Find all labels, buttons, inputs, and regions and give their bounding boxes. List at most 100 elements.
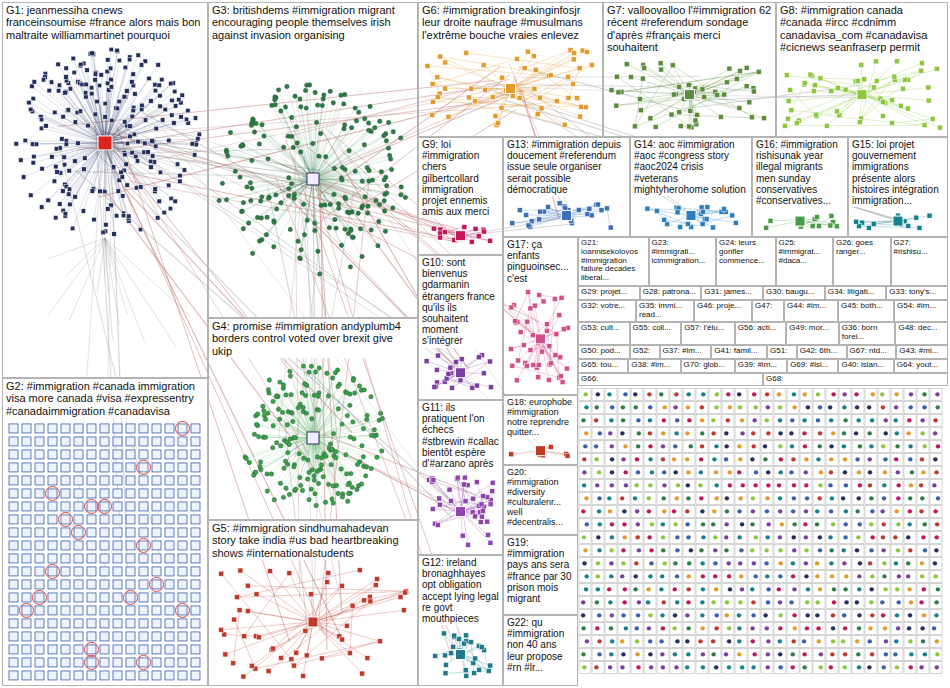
vertex-icon xyxy=(173,104,178,109)
hub-line xyxy=(266,419,313,438)
vertex-icon xyxy=(744,65,749,70)
vertex-dot xyxy=(369,395,373,399)
vertex-dot xyxy=(344,472,348,476)
vertex-dot xyxy=(285,84,289,88)
hub-line xyxy=(105,78,149,142)
hub-line xyxy=(52,82,105,143)
vertex-icon xyxy=(557,313,562,318)
vertex-dot xyxy=(276,88,280,92)
hub-line xyxy=(105,55,138,143)
hub-line xyxy=(105,123,188,143)
hub-line xyxy=(313,438,326,502)
vertex-dot xyxy=(280,410,284,414)
vertex-icon xyxy=(584,49,589,54)
vertex-icon xyxy=(495,120,500,125)
hub-line xyxy=(289,438,313,494)
hub-line xyxy=(249,438,313,463)
vertex-dot xyxy=(334,226,338,230)
hub-line xyxy=(42,143,105,207)
vertex-dot xyxy=(316,249,320,253)
vertex-dot xyxy=(315,455,319,459)
vertex-icon xyxy=(90,51,95,56)
hub-line xyxy=(313,438,333,486)
vertex-icon xyxy=(549,361,554,366)
vertex-icon xyxy=(937,125,942,130)
vertex-icon xyxy=(843,87,848,92)
vertex-link xyxy=(428,66,440,94)
vertex-dot xyxy=(379,170,383,174)
vertex-icon xyxy=(68,202,73,207)
vertex-icon xyxy=(481,371,486,376)
vertex-icon xyxy=(160,118,165,123)
vertex-dot xyxy=(384,183,388,187)
vertex-icon xyxy=(669,112,674,117)
vertex-icon xyxy=(431,226,436,231)
vertex-icon xyxy=(28,107,33,112)
vertex-dot xyxy=(351,235,355,239)
hub-line xyxy=(242,145,313,179)
vertex-icon xyxy=(52,110,57,115)
hub-line xyxy=(250,179,313,183)
vertex-icon xyxy=(517,95,522,100)
vertex-icon xyxy=(764,225,769,230)
hub-line xyxy=(275,105,313,179)
inter-group-lines xyxy=(58,63,904,660)
vertex-link xyxy=(656,72,759,127)
vertex-dot xyxy=(326,394,330,398)
vertex-icon xyxy=(430,99,435,104)
vertex-icon xyxy=(474,383,479,388)
hub-line xyxy=(105,143,178,164)
hub-line xyxy=(313,132,393,179)
vertex-icon xyxy=(818,76,823,81)
vertex-group xyxy=(764,213,840,230)
vertex-icon xyxy=(95,99,100,104)
vertex-dot xyxy=(340,422,344,426)
vertex-icon xyxy=(579,104,584,109)
vertex-dot xyxy=(323,500,327,504)
hub-line xyxy=(86,84,105,143)
vertex-dot xyxy=(317,154,321,158)
vertex-link xyxy=(512,215,566,223)
hub-line xyxy=(83,143,105,211)
vertex-link xyxy=(704,97,749,102)
vertex-dot xyxy=(306,458,310,462)
hub-line xyxy=(262,179,313,240)
vertex-icon xyxy=(700,87,705,92)
hub-line xyxy=(105,65,142,143)
vertex-icon xyxy=(106,58,111,63)
stray-line xyxy=(105,238,119,325)
hub-line xyxy=(313,368,319,438)
hub-line xyxy=(313,134,386,179)
vertex-icon xyxy=(177,97,182,102)
vertex-icon xyxy=(677,84,682,89)
vertex-icon xyxy=(493,114,498,119)
vertex-dot xyxy=(380,416,384,420)
hub-line xyxy=(313,378,354,437)
vertex-link xyxy=(862,71,921,95)
vertex-dot xyxy=(300,488,304,492)
vertex-dot xyxy=(283,105,287,109)
vertex-dot xyxy=(286,450,290,454)
vertex-link xyxy=(511,65,592,88)
vertex-icon xyxy=(108,66,113,71)
hub-line xyxy=(105,74,133,143)
vertex-icon xyxy=(39,117,44,122)
hub-line xyxy=(256,416,313,438)
vertex-icon xyxy=(871,221,876,226)
hub-line xyxy=(105,110,165,143)
vertex-icon xyxy=(23,138,28,143)
vertex-icon xyxy=(727,66,732,71)
vertex-dot xyxy=(378,119,382,123)
hub-line xyxy=(66,92,105,143)
vertex-icon xyxy=(425,63,430,68)
vertex-icon xyxy=(115,106,120,111)
vertex-dot xyxy=(330,376,334,380)
vertex-link xyxy=(452,361,490,387)
vertex-dot xyxy=(275,394,279,398)
vertex-icon xyxy=(190,142,195,147)
vertex-icon xyxy=(62,162,67,167)
vertex-dot xyxy=(318,272,322,276)
vertex-link xyxy=(445,88,510,89)
vertex-dot xyxy=(271,423,275,427)
